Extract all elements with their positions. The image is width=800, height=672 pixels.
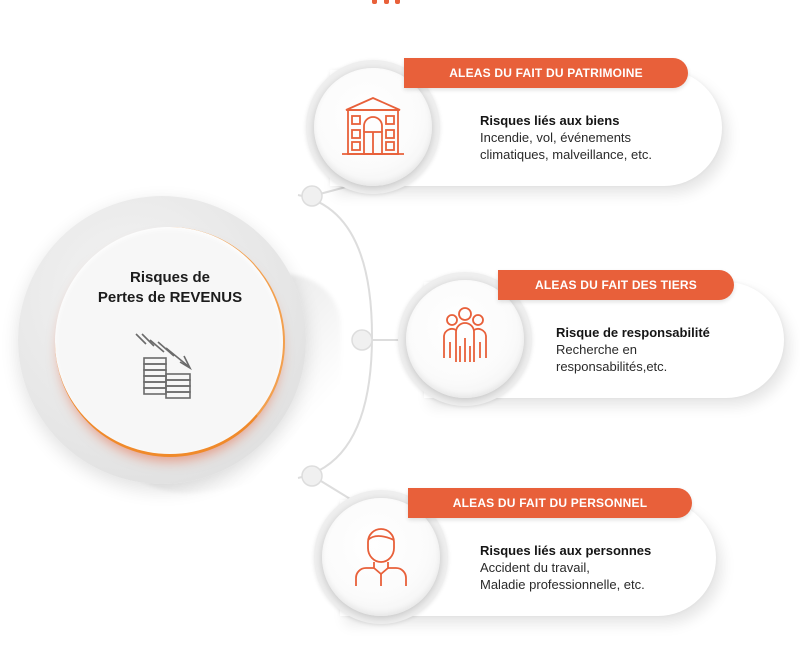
- person-icon: [355, 528, 407, 586]
- branch-text-personnel: Risques liés aux personnes Accident du t…: [480, 542, 710, 593]
- branch-heading-personnel: Risques liés aux personnes: [480, 543, 652, 558]
- group-people-icon: [443, 307, 487, 362]
- branch-heading-tiers: Risque de responsabilité: [556, 325, 710, 340]
- branch-tag-patrimoine: ALEAS DU FAIT DU PATRIMOINE: [404, 58, 688, 88]
- branch-text-patrimoine: Risques liés aux biens Incendie, vol, év…: [480, 112, 710, 163]
- central-title-line1: Risques de: [129, 269, 211, 286]
- connector-node-top: [301, 185, 323, 207]
- branch-line2-patrimoine: climatiques, malveillance, etc.: [480, 147, 652, 162]
- branch-text-tiers: Risque de responsabilité Recherche en re…: [556, 324, 776, 375]
- central-title: Risques de Pertes de REVENUS: [55, 268, 285, 308]
- branch-line1-patrimoine: Incendie, vol, événements: [480, 130, 632, 145]
- declining-stacks-icon: [135, 333, 192, 399]
- connector-node-middle: [351, 329, 373, 351]
- branch-line2-personnel: Maladie professionnelle, etc.: [480, 577, 645, 592]
- central-inner-circle: [55, 227, 285, 457]
- branch-tag-personnel: ALEAS DU FAIT DU PERSONNEL: [408, 488, 692, 518]
- branch-tag-tiers: ALEAS DU FAIT DES TIERS: [498, 270, 734, 300]
- central-title-line2: Pertes de REVENUS: [97, 289, 243, 306]
- branch-line1-personnel: Accident du travail,: [480, 560, 590, 575]
- branch-line2-tiers: responsabilités,etc.: [556, 359, 668, 374]
- top-accent-mark: [372, 0, 400, 4]
- branch-heading-patrimoine: Risques liés aux biens: [480, 113, 620, 128]
- connector-node-bottom: [301, 465, 323, 487]
- branch-line1-tiers: Recherche en: [556, 342, 637, 357]
- building-icon: [342, 97, 404, 155]
